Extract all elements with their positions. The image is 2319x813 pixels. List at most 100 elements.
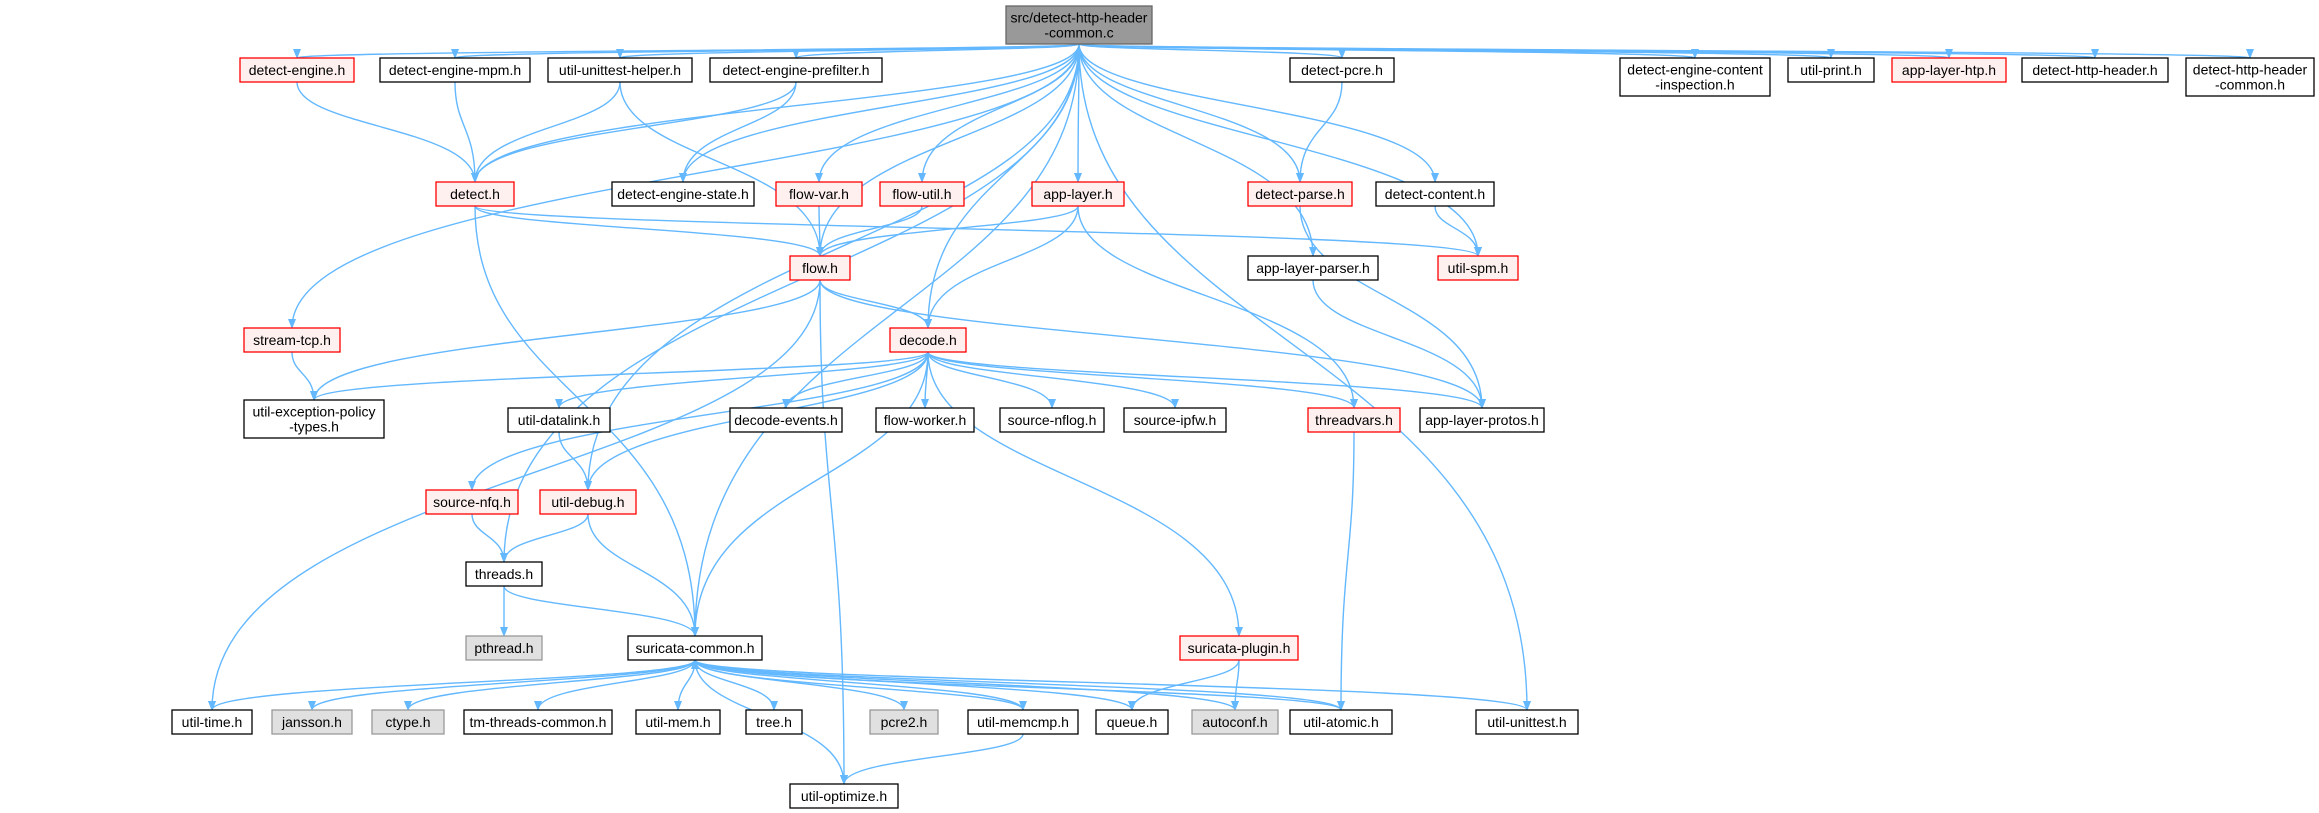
- node-pthread-h[interactable]: pthread.h: [465, 635, 543, 661]
- edge-suricata-common-h-to-tm-threads-common-h: [534, 659, 696, 711]
- node-detect-parse-h[interactable]: detect-parse.h: [1247, 181, 1353, 207]
- edge-root-to-flow-var-h: [815, 43, 1080, 183]
- node-detect-h[interactable]: detect.h: [435, 181, 515, 207]
- node-util-unittest-helper-h[interactable]: util-unittest-helper.h: [547, 57, 693, 83]
- edge-root-to-threads-h: [500, 43, 1080, 563]
- node-box: [371, 709, 445, 735]
- node-flow-var-h[interactable]: flow-var.h: [775, 181, 863, 207]
- node-tm-threads-common-h[interactable]: tm-threads-common.h: [463, 709, 613, 735]
- node-tree-h[interactable]: tree.h: [745, 709, 803, 735]
- node-label: source-nflog.h: [1008, 412, 1097, 428]
- edge-flow-h-to-util-exception-policy-types-h: [310, 279, 821, 401]
- node-app-layer-h[interactable]: app-layer.h: [1031, 181, 1125, 207]
- edge-suricata-common-h-to-util-unittest-h: [694, 659, 1531, 711]
- node-box: [507, 407, 611, 433]
- node-autoconf-h[interactable]: autoconf.h: [1191, 709, 1279, 735]
- node-box: [425, 489, 519, 515]
- edge-detect-h-to-flow-h: [474, 205, 824, 257]
- node-box: [879, 181, 965, 207]
- edge-decode-h-to-source-nflog-h: [927, 351, 1056, 409]
- node-detect-content-h[interactable]: detect-content.h: [1375, 181, 1495, 207]
- edge-detect-engine-prefilter-h-to-detect-h: [471, 81, 797, 183]
- edge-decode-h-to-app-layer-protos-h: [927, 351, 1486, 409]
- node-detect-engine-h[interactable]: detect-engine.h: [239, 57, 355, 83]
- node-label: detect-engine-state.h: [617, 186, 749, 202]
- node-detect-pcre-h[interactable]: detect-pcre.h: [1289, 57, 1395, 83]
- node-util-unittest-h[interactable]: util-unittest.h: [1475, 709, 1579, 735]
- node-label: -common.c: [1044, 25, 1113, 41]
- node-detect-http-header-common-h[interactable]: detect-http-header-common.h: [2185, 57, 2315, 97]
- edge-suricata-plugin-h-to-autoconf-h: [1231, 659, 1240, 711]
- node-decode-h[interactable]: decode.h: [889, 327, 967, 353]
- node-threadvars-h[interactable]: threadvars.h: [1307, 407, 1401, 433]
- node-suricata-common-h[interactable]: suricata-common.h: [627, 635, 763, 661]
- edge-decode-h-to-util-exception-policy-types-h: [310, 351, 929, 401]
- node-threads-h[interactable]: threads.h: [465, 561, 543, 587]
- node-pcre2-h[interactable]: pcre2.h: [869, 709, 939, 735]
- node-app-layer-parser-h[interactable]: app-layer-parser.h: [1247, 255, 1379, 281]
- node-box: [465, 635, 543, 661]
- node-stream-tcp-h[interactable]: stream-tcp.h: [243, 327, 341, 353]
- node-detect-engine-prefilter-h[interactable]: detect-engine-prefilter.h: [709, 57, 883, 83]
- edge-util-memcmp-h-to-suricata-common-h: [691, 659, 1024, 711]
- node-flow-h[interactable]: flow.h: [789, 255, 851, 281]
- node-util-print-h[interactable]: util-print.h: [1787, 57, 1875, 83]
- node-util-datalink-h[interactable]: util-datalink.h: [507, 407, 611, 433]
- node-app-layer-protos-h[interactable]: app-layer-protos.h: [1419, 407, 1545, 433]
- node-flow-worker-h[interactable]: flow-worker.h: [875, 407, 975, 433]
- node-util-optimize-h[interactable]: util-optimize.h: [789, 783, 899, 809]
- node-detect-http-header-h[interactable]: detect-http-header.h: [2021, 57, 2169, 83]
- edges-layer: [208, 43, 2253, 785]
- node-label: flow-util.h: [892, 186, 951, 202]
- node-queue-h[interactable]: queue.h: [1095, 709, 1169, 735]
- node-detect-engine-mpm-h[interactable]: detect-engine-mpm.h: [379, 57, 531, 83]
- edge-detect-h-to-util-spm-h: [474, 205, 1482, 257]
- node-label: detect-http-header: [2193, 62, 2308, 78]
- node-box: [889, 327, 967, 353]
- node-label: app-layer.h: [1043, 186, 1112, 202]
- node-source-nflog-h[interactable]: source-nflog.h: [999, 407, 1105, 433]
- node-box: [1289, 57, 1395, 83]
- node-box: [789, 783, 899, 809]
- node-util-memcmp-h[interactable]: util-memcmp.h: [967, 709, 1079, 735]
- node-label: autoconf.h: [1202, 714, 1267, 730]
- node-jansson-h[interactable]: jansson.h: [271, 709, 353, 735]
- edge-root-to-app-layer-parser-h: [1078, 43, 1317, 257]
- node-util-debug-h[interactable]: util-debug.h: [539, 489, 637, 515]
- edge-root-to-detect-pcre-h: [1078, 43, 1346, 59]
- edge-root-to-util-spm-h: [1078, 43, 1482, 257]
- node-box: [1005, 5, 1153, 45]
- edge-util-debug-h-to-threads-h: [500, 513, 589, 563]
- node-label: util-spm.h: [1448, 260, 1509, 276]
- node-box: [1437, 255, 1519, 281]
- edge-util-atomic-h-to-suricata-common-h: [691, 659, 1342, 711]
- node-label: flow-var.h: [789, 186, 849, 202]
- node-label: detect-content.h: [1385, 186, 1485, 202]
- node-flow-util-h[interactable]: flow-util.h: [879, 181, 965, 207]
- node-label: stream-tcp.h: [253, 332, 331, 348]
- node-label: decode-events.h: [734, 412, 838, 428]
- node-box: [709, 57, 883, 83]
- node-util-time-h[interactable]: util-time.h: [171, 709, 253, 735]
- node-box: [2185, 57, 2315, 97]
- edge-detect-content-h-to-util-spm-h: [1434, 205, 1482, 257]
- node-app-layer-htp-h[interactable]: app-layer-htp.h: [1891, 57, 2007, 83]
- node-source-ipfw-h[interactable]: source-ipfw.h: [1123, 407, 1227, 433]
- node-util-mem-h[interactable]: util-mem.h: [635, 709, 721, 735]
- node-source-nfq-h[interactable]: source-nfq.h: [425, 489, 519, 515]
- node-box: [1891, 57, 2007, 83]
- node-label: pcre2.h: [881, 714, 928, 730]
- node-label: detect-engine.h: [249, 62, 346, 78]
- node-decode-events-h[interactable]: decode-events.h: [729, 407, 843, 433]
- node-detect-engine-content-inspection-h[interactable]: detect-engine-content-inspection.h: [1619, 57, 1771, 97]
- node-util-spm-h[interactable]: util-spm.h: [1437, 255, 1519, 281]
- node-util-atomic-h[interactable]: util-atomic.h: [1289, 709, 1393, 735]
- node-box: [1475, 709, 1579, 735]
- edge-root-to-suricata-common-h: [691, 43, 1080, 637]
- node-detect-engine-state-h[interactable]: detect-engine-state.h: [611, 181, 755, 207]
- node-ctype-h[interactable]: ctype.h: [371, 709, 445, 735]
- node-label: util-datalink.h: [518, 412, 601, 428]
- node-suricata-plugin-h[interactable]: suricata-plugin.h: [1179, 635, 1299, 661]
- node-util-exception-policy-types-h[interactable]: util-exception-policy-types.h: [243, 399, 385, 439]
- node-box: [635, 709, 721, 735]
